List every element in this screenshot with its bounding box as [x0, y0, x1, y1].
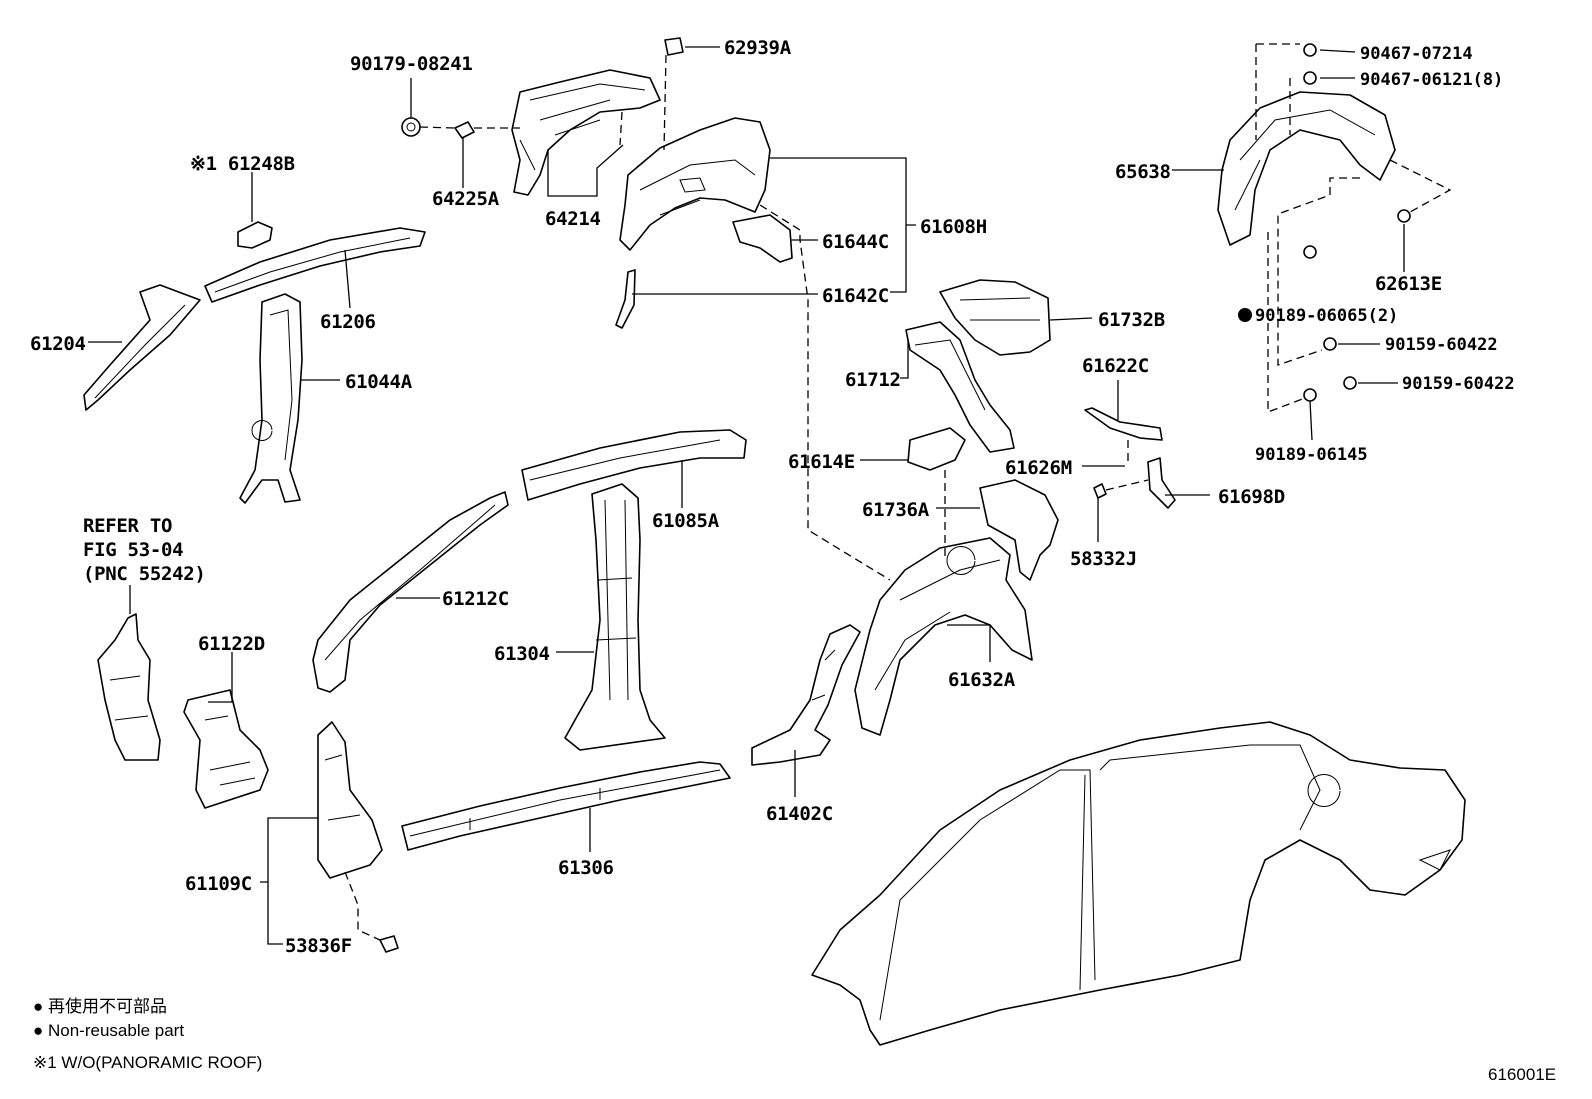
callout-labels: 62939A 90179-08241 64225A 64214 ※1 61248…: [30, 37, 1515, 957]
part-61304-drawing: [564, 483, 666, 751]
label-61044A: 61044A: [345, 371, 413, 393]
figure-id: 616001E: [1488, 1065, 1556, 1084]
label-90159-60422-b: 90159-60422: [1402, 374, 1515, 394]
label-61122D: 61122D: [198, 633, 265, 655]
label-61085A: 61085A: [652, 510, 720, 532]
label-61632A: 61632A: [948, 669, 1016, 691]
label-61306: 61306: [558, 857, 614, 879]
part-61248B-drawing: [237, 221, 273, 249]
label-90467-06121: 90467-06121(8): [1360, 70, 1503, 90]
part-61622C-drawing: [1084, 407, 1163, 441]
part-61614E-drawing: [907, 427, 966, 471]
label-90179-08241: 90179-08241: [350, 53, 473, 75]
part-65638-drawing: [1217, 91, 1396, 246]
part-61698D-drawing: [1147, 457, 1176, 509]
label-90189-06145: 90189-06145: [1255, 445, 1368, 465]
label-61304: 61304: [494, 643, 550, 665]
label-61644C: 61644C: [822, 231, 889, 253]
part-61632A-drawing: [854, 537, 1033, 736]
label-62613E: 62613E: [1375, 273, 1442, 295]
part-64225A-drawing: [454, 121, 475, 139]
refer-line-3: (PNC 55242): [83, 563, 206, 585]
label-61736A: 61736A: [862, 499, 930, 521]
label-61614E: 61614E: [788, 451, 855, 473]
part-61109C-drawing: [317, 721, 383, 879]
part-61642C-drawing: [615, 269, 636, 329]
part-61644C-drawing: [732, 214, 793, 263]
label-64225A: 64225A: [432, 188, 500, 210]
part-61732B-drawing: [939, 279, 1051, 356]
refer-line-1: REFER TO: [83, 515, 172, 537]
label-64214: 64214: [545, 208, 601, 230]
refer-line-2: FIG 53-04: [83, 539, 183, 561]
label-61712: 61712: [845, 369, 901, 391]
legend-non-reusable-en: ● Non-reusable part: [33, 1021, 184, 1040]
fasteners-65638-group: [1238, 43, 1411, 402]
dashed-connections: [344, 43, 1452, 941]
label-53836F: 53836F: [285, 935, 352, 957]
label-61248B: ※1 61248B: [190, 153, 295, 175]
part-64214-drawing: [511, 69, 661, 196]
label-61642C: 61642C: [822, 285, 889, 307]
label-90159-60422-a: 90159-60422: [1385, 335, 1498, 355]
part-61206-drawing: [204, 227, 426, 303]
legend-footnote: ※1 W/O(PANORAMIC ROOF): [33, 1053, 262, 1072]
part-61608H-drawing: [619, 117, 771, 251]
part-61402C-drawing: [751, 624, 861, 766]
label-62939A: 62939A: [724, 37, 792, 59]
car-body-side-drawing: [811, 721, 1466, 1046]
part-61044A-drawing: [239, 293, 303, 504]
part-61306-drawing: [401, 761, 731, 851]
part-58332J-drawing: [1093, 483, 1107, 499]
label-90189-06065: 90189-06065(2): [1255, 306, 1398, 326]
part-61736A-drawing: [979, 479, 1059, 581]
label-65638: 65638: [1115, 161, 1171, 183]
part-61085A-drawing: [521, 429, 747, 501]
part-55242-drawing: [97, 613, 161, 761]
label-61206: 61206: [320, 311, 376, 333]
label-61622C: 61622C: [1082, 355, 1149, 377]
part-90179-08241-drawing: [401, 117, 421, 137]
label-61402C: 61402C: [766, 803, 833, 825]
label-61698D: 61698D: [1218, 486, 1285, 508]
label-61212C: 61212C: [442, 588, 509, 610]
part-61212C-drawing: [312, 491, 509, 693]
legend: ● 再使用不可部品 ● Non-reusable part ※1 W/O(PAN…: [33, 996, 262, 1072]
part-62939A-drawing: [664, 37, 684, 56]
label-61204: 61204: [30, 333, 86, 355]
label-61109C: 61109C: [185, 873, 252, 895]
legend-non-reusable-jp: ● 再使用不可部品: [33, 996, 167, 1016]
label-61732B: 61732B: [1098, 309, 1165, 331]
part-61122D-drawing: [183, 689, 269, 809]
part-61204-drawing: [83, 284, 201, 411]
part-53836F-drawing: [379, 935, 399, 953]
label-90467-07214: 90467-07214: [1360, 44, 1473, 64]
part-61712-drawing: [905, 321, 1015, 453]
label-61626M: 61626M: [1005, 457, 1072, 479]
leader-lines: [88, 46, 1405, 945]
label-58332J: 58332J: [1070, 548, 1137, 570]
label-61608H: 61608H: [920, 216, 987, 238]
